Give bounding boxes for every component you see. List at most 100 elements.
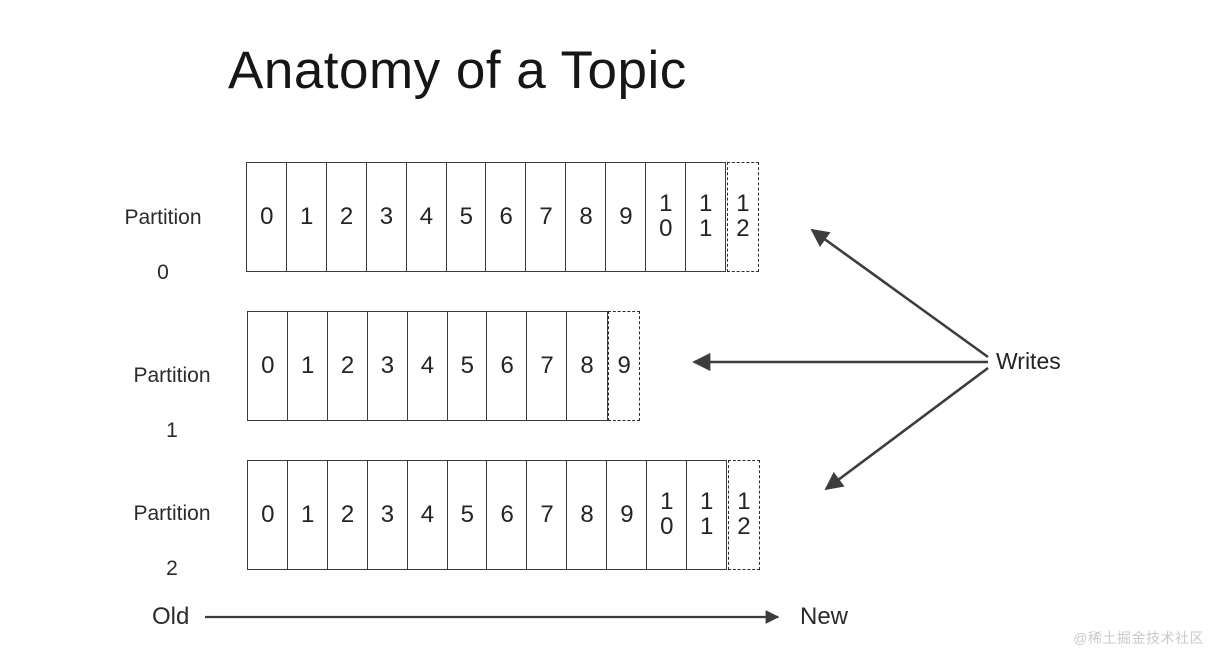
offset-digit: 4	[419, 202, 434, 230]
offset-cell: 4	[406, 311, 449, 421]
offset-digit: 0	[660, 513, 674, 540]
offset-cell: 3	[365, 162, 408, 272]
offset-cell: 7	[526, 460, 568, 570]
partition-label-1-index: 1	[166, 419, 178, 443]
offset-digit: 5	[460, 351, 474, 379]
offset-cell: 0	[246, 162, 288, 272]
partition-label-2-index: 2	[166, 557, 178, 581]
offset-value: 1	[300, 500, 315, 528]
offset-digit: 9	[620, 500, 634, 528]
offset-cell: 7	[526, 311, 568, 421]
offset-cell: 8	[566, 460, 608, 570]
offset-digit: 1	[699, 215, 713, 242]
timeline-new-label: New	[800, 603, 849, 630]
offset-digit: 1	[700, 513, 714, 540]
offset-digit: 5	[459, 202, 473, 230]
offset-cell: 1	[285, 162, 328, 272]
partition-label-1: Partition 1	[97, 334, 247, 473]
offset-digit: 7	[540, 351, 554, 379]
offset-value: 6	[500, 500, 514, 528]
offset-cell: 2	[326, 311, 369, 421]
partition-label-1-name: Partition	[133, 363, 211, 387]
writes-arrow-partition-2	[824, 366, 989, 491]
writes-arrow-partition-0	[810, 228, 989, 359]
offset-value: 8	[579, 202, 593, 230]
offset-digit: 2	[736, 215, 750, 242]
offset-value: 5	[460, 500, 474, 528]
offset-cell: 6	[485, 162, 527, 272]
offset-value: 6	[499, 202, 513, 230]
offset-value: 4	[419, 202, 434, 230]
offset-digit: 7	[539, 202, 553, 230]
offset-value: 9	[617, 353, 630, 379]
offset-cell: 4	[405, 162, 448, 272]
offset-value: 0	[261, 351, 275, 379]
offset-digit: 1	[736, 190, 750, 218]
offset-digit: 1	[737, 488, 751, 516]
offset-digit: 8	[579, 202, 593, 230]
offset-value: 6	[501, 353, 514, 379]
offset-value: 0	[261, 500, 275, 528]
offset-cell: 3	[366, 311, 409, 421]
offset-digit: 0	[260, 202, 274, 230]
offset-value: 3	[381, 502, 394, 528]
offset-digit: 1	[659, 190, 673, 218]
offset-digit: 2	[340, 351, 355, 379]
offset-value: 5	[459, 202, 473, 230]
offset-digit: 1	[660, 488, 674, 516]
offset-value: 3	[380, 351, 395, 379]
offset-digit: 1	[300, 351, 315, 379]
offset-digit: 3	[380, 351, 395, 379]
offset-cell-pending: 9	[608, 311, 641, 421]
offset-value: 5	[460, 351, 474, 379]
partition-label-0: Partition 0	[88, 176, 238, 315]
offset-digit: 6	[500, 500, 514, 528]
offset-value: 2	[340, 500, 355, 528]
offset-cell: 1	[286, 460, 329, 570]
offset-digit: 9	[619, 202, 633, 230]
offset-digit: 2	[340, 500, 355, 528]
partition-label-2-name: Partition	[133, 501, 211, 525]
partition-label-0-index: 0	[157, 261, 169, 285]
offset-cell: 6	[486, 460, 528, 570]
offset-cell: 0	[247, 311, 289, 421]
offset-digit: 6	[499, 202, 513, 230]
offset-cell: 4	[406, 460, 449, 570]
offset-value: 4	[420, 500, 435, 528]
offset-digit: 0	[261, 351, 275, 379]
offset-digit: 5	[460, 500, 474, 528]
offset-cell: 9	[606, 460, 648, 570]
writes-label: Writes	[996, 348, 1061, 374]
offset-digit: 1	[700, 488, 714, 516]
offset-cell: 3	[366, 460, 409, 570]
offset-value: 4	[420, 351, 435, 379]
partition-label-2: Partition 2	[97, 472, 247, 611]
offset-digit: 3	[379, 202, 394, 230]
offset-digit: 4	[420, 351, 435, 379]
offset-digit: 4	[420, 500, 435, 528]
offset-digit: 2	[737, 513, 751, 540]
partition-label-0-name: Partition	[124, 205, 202, 229]
offset-digit: 0	[261, 500, 275, 528]
offset-cell: 8	[566, 311, 608, 421]
offset-value: 9	[619, 202, 633, 230]
offset-digit: 1	[299, 202, 314, 230]
timeline-old-label: Old	[152, 603, 190, 630]
offset-value: 1	[299, 202, 314, 230]
offset-digit: 1	[300, 500, 315, 528]
offset-value: 8	[580, 502, 593, 528]
offset-digit: 2	[339, 202, 354, 230]
offset-cell: 5	[446, 311, 489, 421]
offset-digit: 0	[659, 215, 673, 242]
